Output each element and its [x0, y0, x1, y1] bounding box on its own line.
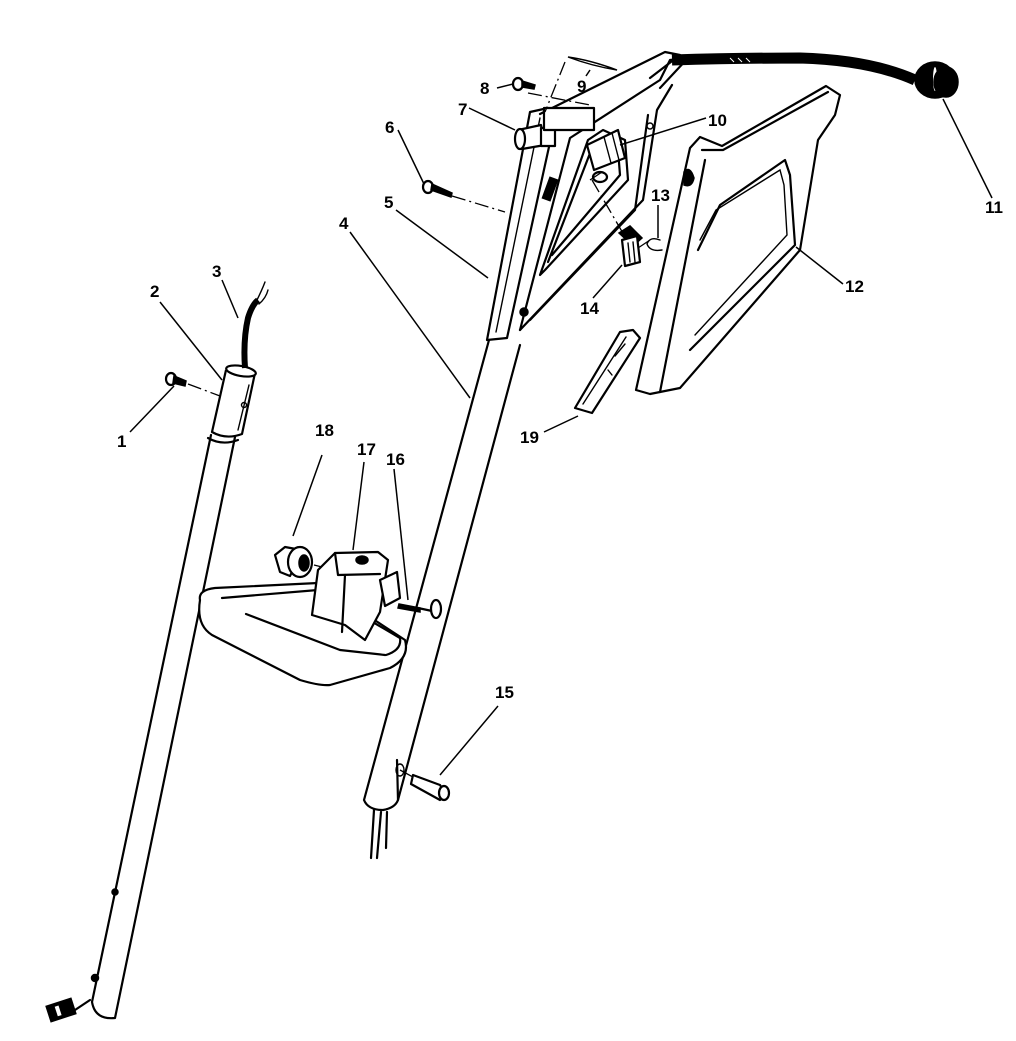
knob-18: [273, 545, 323, 579]
callout-14: 14: [580, 299, 599, 318]
grip-17: [198, 550, 408, 687]
cable: [241, 281, 269, 369]
lockoff-14: [617, 225, 644, 268]
bail-12: [634, 84, 842, 396]
screw-6: [421, 179, 453, 198]
callout-4: 4: [339, 214, 349, 233]
callout-7: 7: [458, 100, 467, 119]
leader-lines: [129, 69, 993, 776]
cover-9: [567, 56, 618, 71]
callout-17: 17: [357, 440, 376, 459]
upper-sleeve: [210, 364, 257, 438]
callout-13: 13: [651, 186, 670, 205]
callout-6: 6: [385, 118, 394, 137]
grommet-11: [914, 61, 959, 99]
callout-11: 11: [985, 198, 1003, 217]
callout-labels: 1 2 3 4 5 6 7 8 9 10 11 12 13 14 15 16 1…: [117, 77, 1003, 702]
screw-1: [164, 371, 221, 397]
handle-tube: [362, 338, 522, 860]
callout-16: 16: [386, 450, 405, 469]
switch-10: [585, 128, 627, 184]
lower-tube: [45, 433, 240, 1023]
callout-2: 2: [150, 282, 159, 301]
callout-18: 18: [315, 421, 334, 440]
callout-10: 10: [708, 111, 727, 130]
callout-8: 8: [480, 79, 489, 98]
callout-3: 3: [212, 262, 221, 281]
knob-7: [513, 106, 596, 151]
screw-8: [511, 76, 536, 92]
callout-15: 15: [495, 683, 514, 702]
callout-19: 19: [520, 428, 539, 447]
clip-19: [573, 328, 642, 415]
bolt-16: [397, 598, 443, 620]
callout-5: 5: [384, 193, 393, 212]
callout-1: 1: [117, 432, 126, 451]
spring-13: [646, 237, 663, 252]
callout-9: 9: [577, 77, 586, 96]
callout-12: 12: [845, 277, 864, 296]
pin-15: [399, 769, 451, 802]
outlet-cable: [671, 52, 918, 86]
